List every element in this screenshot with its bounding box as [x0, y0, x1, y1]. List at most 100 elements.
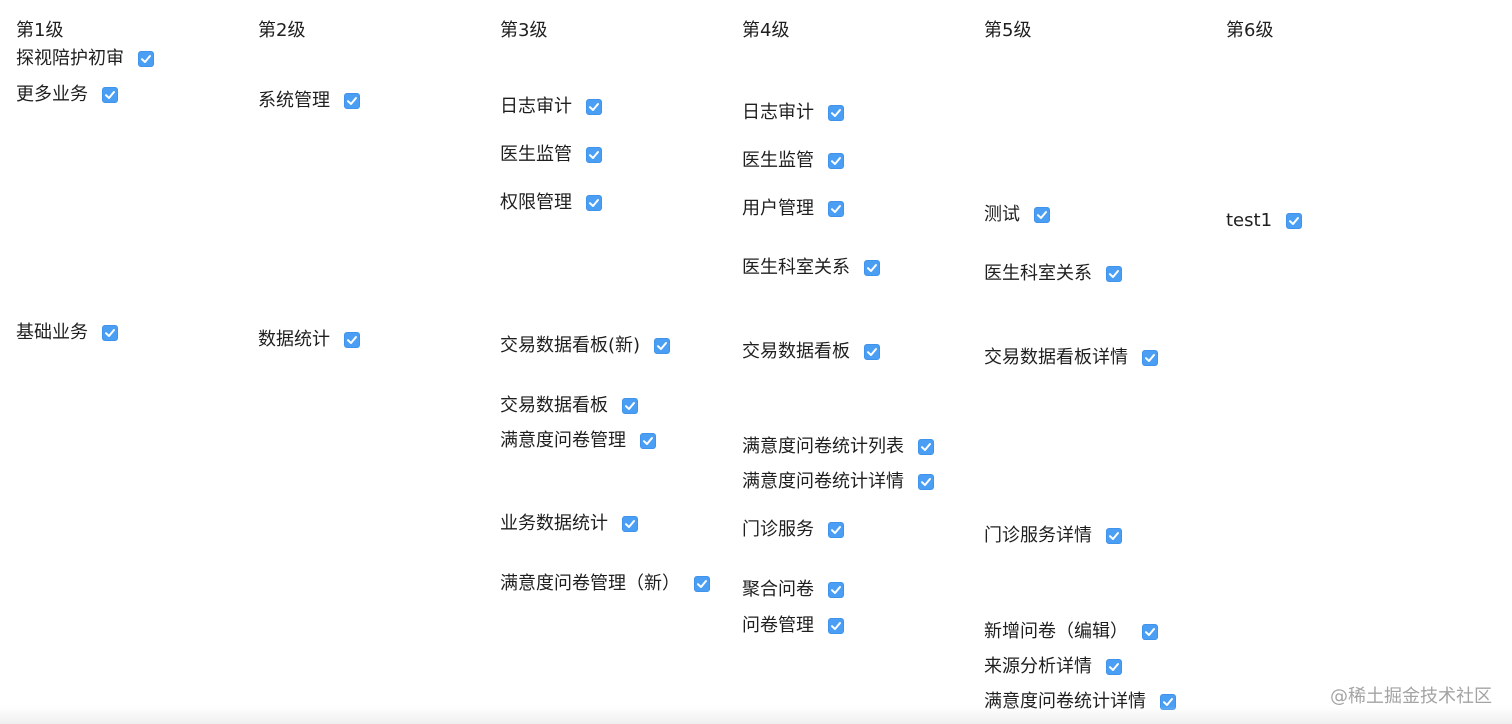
checked-checkbox[interactable]	[1106, 266, 1122, 282]
permission-label: 门诊服务详情	[984, 525, 1092, 546]
check-icon	[347, 336, 357, 344]
level-2-header: 第2级	[258, 20, 306, 41]
permission-checkbox-item[interactable]: 用户管理	[742, 196, 844, 222]
permission-checkbox-item[interactable]: 医生科室关系	[742, 255, 880, 281]
checked-checkbox[interactable]	[1142, 350, 1158, 366]
permission-checkbox-item[interactable]: 新增问卷（编辑）	[984, 619, 1158, 645]
permission-label: 基础业务	[16, 322, 88, 343]
permission-checkbox-item[interactable]: test1	[1226, 208, 1303, 234]
check-icon	[921, 443, 931, 451]
checked-checkbox[interactable]	[622, 516, 638, 532]
permission-checkbox-item[interactable]: 探视陪护初审	[16, 46, 154, 72]
check-icon	[867, 264, 877, 272]
checked-checkbox[interactable]	[622, 398, 638, 414]
permission-label: 满意度问卷统计列表	[742, 436, 904, 457]
permission-label: 门诊服务	[742, 519, 814, 540]
permission-label: test1	[1226, 210, 1273, 231]
checked-checkbox[interactable]	[102, 87, 118, 103]
check-icon	[1109, 663, 1119, 671]
check-icon	[1037, 211, 1047, 219]
permission-label: 医生科室关系	[742, 257, 850, 278]
checked-checkbox[interactable]	[1034, 207, 1050, 223]
permission-checkbox-item[interactable]: 医生监管	[500, 142, 602, 168]
check-icon	[1163, 698, 1173, 706]
permission-label: 数据统计	[258, 329, 330, 350]
permission-checkbox-item[interactable]: 门诊服务详情	[984, 523, 1122, 549]
check-icon	[105, 329, 115, 337]
permission-label: 医生监管	[742, 150, 814, 171]
check-icon	[867, 348, 877, 356]
permission-label: 交易数据看板(新)	[500, 335, 641, 356]
permission-checkbox-item[interactable]: 交易数据看板	[500, 393, 638, 419]
check-icon	[831, 526, 841, 534]
permission-checkbox-item[interactable]: 权限管理	[500, 190, 602, 216]
permission-checkbox-item[interactable]: 聚合问卷	[742, 577, 844, 603]
checked-checkbox[interactable]	[828, 153, 844, 169]
permission-checkbox-item[interactable]: 交易数据看板详情	[984, 345, 1158, 371]
permission-label: 交易数据看板	[500, 395, 608, 416]
check-icon	[1289, 217, 1300, 225]
permission-checkbox-item[interactable]: 日志审计	[500, 94, 602, 120]
check-icon	[1109, 270, 1119, 278]
permission-label: 系统管理	[258, 90, 330, 111]
checked-checkbox[interactable]	[344, 332, 360, 348]
check-icon	[589, 103, 599, 111]
permission-label: 医生监管	[500, 144, 572, 165]
permission-checkbox-item[interactable]: 满意度问卷管理（新）	[500, 571, 710, 597]
permission-label: 交易数据看板详情	[984, 347, 1128, 368]
permission-label: 交易数据看板	[742, 341, 850, 362]
checked-checkbox[interactable]	[586, 99, 602, 115]
permission-checkbox-item[interactable]: 满意度问卷统计列表	[742, 434, 934, 460]
checked-checkbox[interactable]	[138, 51, 154, 67]
permission-checkbox-item[interactable]: 医生科室关系	[984, 261, 1122, 287]
permission-label: 权限管理	[500, 192, 572, 213]
checked-checkbox[interactable]	[1142, 624, 1158, 640]
checked-checkbox[interactable]	[828, 522, 844, 538]
checked-checkbox[interactable]	[586, 147, 602, 163]
check-icon	[347, 97, 357, 105]
permission-checkbox-item[interactable]: 测试	[984, 202, 1050, 228]
checked-checkbox[interactable]	[1286, 213, 1303, 229]
permission-checkbox-item[interactable]: 来源分析详情	[984, 654, 1122, 680]
checked-checkbox[interactable]	[640, 433, 656, 449]
permission-checkbox-item[interactable]: 更多业务	[16, 82, 118, 108]
checked-checkbox[interactable]	[654, 338, 671, 354]
check-icon	[831, 157, 841, 165]
checked-checkbox[interactable]	[694, 576, 710, 592]
permission-checkbox-item[interactable]: 门诊服务	[742, 517, 844, 543]
checked-checkbox[interactable]	[864, 344, 880, 360]
permission-checkbox-item[interactable]: 业务数据统计	[500, 511, 638, 537]
check-icon	[657, 342, 668, 350]
checked-checkbox[interactable]	[828, 201, 844, 217]
permission-label: 满意度问卷管理（新）	[500, 573, 680, 594]
permission-checkbox-item[interactable]: 基础业务	[16, 320, 118, 346]
permission-checkbox-item[interactable]: 系统管理	[258, 88, 360, 114]
permission-checkbox-item[interactable]: 日志审计	[742, 100, 844, 126]
check-icon	[831, 586, 841, 594]
checked-checkbox[interactable]	[344, 93, 360, 109]
checked-checkbox[interactable]	[828, 618, 844, 634]
permission-checkbox-item[interactable]: 医生监管	[742, 148, 844, 174]
permission-label: 更多业务	[16, 84, 88, 105]
checked-checkbox[interactable]	[586, 195, 602, 211]
permission-label: 探视陪护初审	[16, 48, 124, 69]
permission-checkbox-item[interactable]: 满意度问卷统计详情	[742, 469, 934, 495]
checked-checkbox[interactable]	[1106, 528, 1122, 544]
permission-label: 测试	[984, 204, 1020, 225]
check-icon	[589, 199, 599, 207]
check-icon	[141, 55, 151, 63]
checked-checkbox[interactable]	[918, 474, 934, 490]
bottom-fade	[0, 706, 1512, 724]
permission-checkbox-item[interactable]: 数据统计	[258, 327, 360, 353]
permission-checkbox-item[interactable]: 交易数据看板	[742, 339, 880, 365]
checked-checkbox[interactable]	[1106, 659, 1122, 675]
level-3-header: 第3级	[500, 20, 548, 41]
checked-checkbox[interactable]	[828, 582, 844, 598]
permission-checkbox-item[interactable]: 交易数据看板(新)	[500, 333, 671, 359]
checked-checkbox[interactable]	[102, 325, 118, 341]
checked-checkbox[interactable]	[864, 260, 880, 276]
permission-checkbox-item[interactable]: 满意度问卷管理	[500, 428, 656, 454]
checked-checkbox[interactable]	[918, 439, 934, 455]
checked-checkbox[interactable]	[828, 105, 844, 121]
permission-checkbox-item[interactable]: 问卷管理	[742, 613, 844, 639]
